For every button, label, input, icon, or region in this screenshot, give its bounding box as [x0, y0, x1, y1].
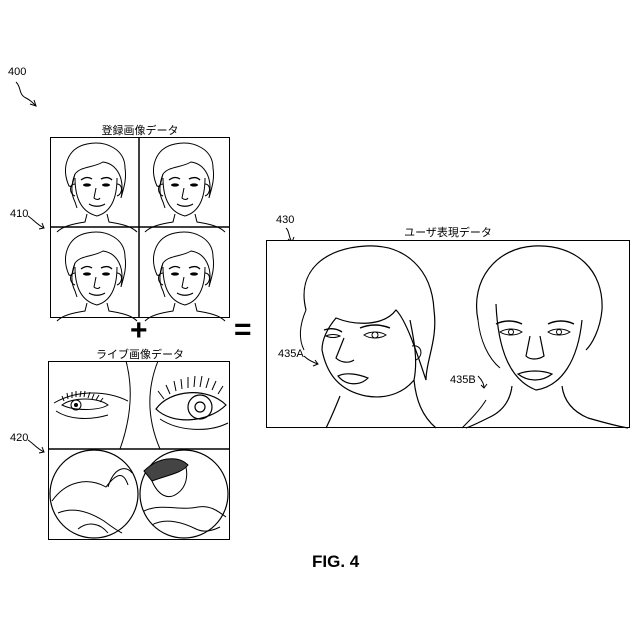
- ref-435b-label: 435B: [450, 374, 476, 386]
- figure-label: FIG. 4: [312, 552, 359, 572]
- enroll-face-1: [55, 138, 139, 226]
- plus-sign: +: [130, 314, 148, 348]
- user-faces-drawing: [266, 240, 630, 428]
- live-grid-drawing: [48, 361, 230, 540]
- ref-400-label: 400: [8, 66, 26, 78]
- user-caption: ユーザ表現データ: [266, 224, 630, 240]
- ref-435a-arrow-icon: [302, 354, 326, 374]
- enroll-face-3: [55, 227, 139, 315]
- enroll-image-grid: [50, 137, 230, 318]
- enroll-face-4: [143, 227, 227, 315]
- ref-400-arrow-icon: [14, 80, 44, 110]
- live-image-grid: [48, 361, 230, 540]
- equals-sign: =: [234, 313, 252, 347]
- ref-435a-label: 435A: [278, 348, 304, 360]
- enroll-face-2: [143, 138, 227, 226]
- user-representation-panel: [266, 240, 630, 428]
- ref-435b-arrow-icon: [476, 374, 496, 394]
